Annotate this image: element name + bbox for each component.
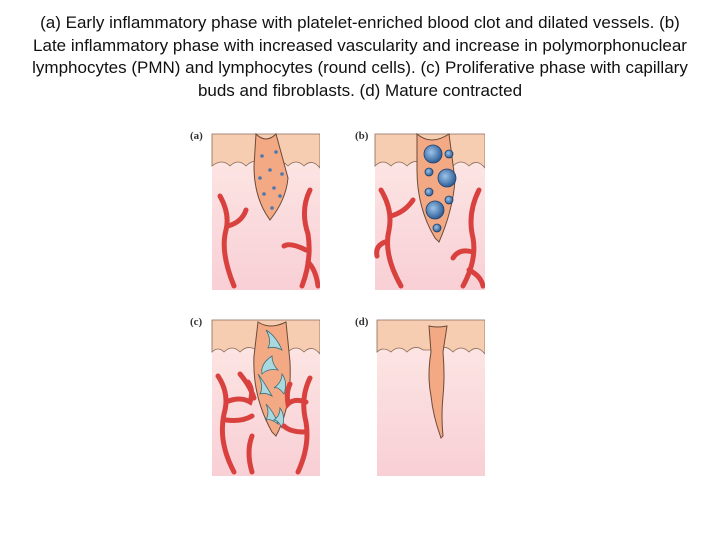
panel-label-d: (d)	[355, 316, 371, 328]
panel-label-c: (c)	[190, 316, 205, 328]
granulation-tissue	[253, 321, 291, 437]
blood-clot	[416, 132, 456, 243]
proliferative-illustration	[211, 319, 320, 476]
panel-mature-contracted: (d)	[355, 316, 485, 476]
mature-contracted-illustration	[376, 319, 485, 476]
fibroblasts	[257, 329, 286, 430]
panel-late-inflammatory: (b)	[355, 130, 485, 290]
panel-proliferative: (c)	[190, 316, 320, 476]
round-cells	[423, 144, 457, 233]
panel-label-a: (a)	[190, 130, 205, 142]
contracted-scar	[428, 325, 448, 439]
platelets	[258, 150, 284, 210]
dilated-vessels	[217, 187, 320, 289]
vessels	[374, 187, 485, 289]
capillary-buds	[215, 371, 313, 475]
panel-early-inflammatory: (a)	[190, 130, 320, 290]
early-inflammatory-illustration	[211, 132, 320, 290]
panel-label-b: (b)	[355, 130, 371, 142]
late-inflammatory-illustration	[374, 132, 485, 290]
figure-caption: (a) Early inflammatory phase with platel…	[32, 13, 688, 100]
